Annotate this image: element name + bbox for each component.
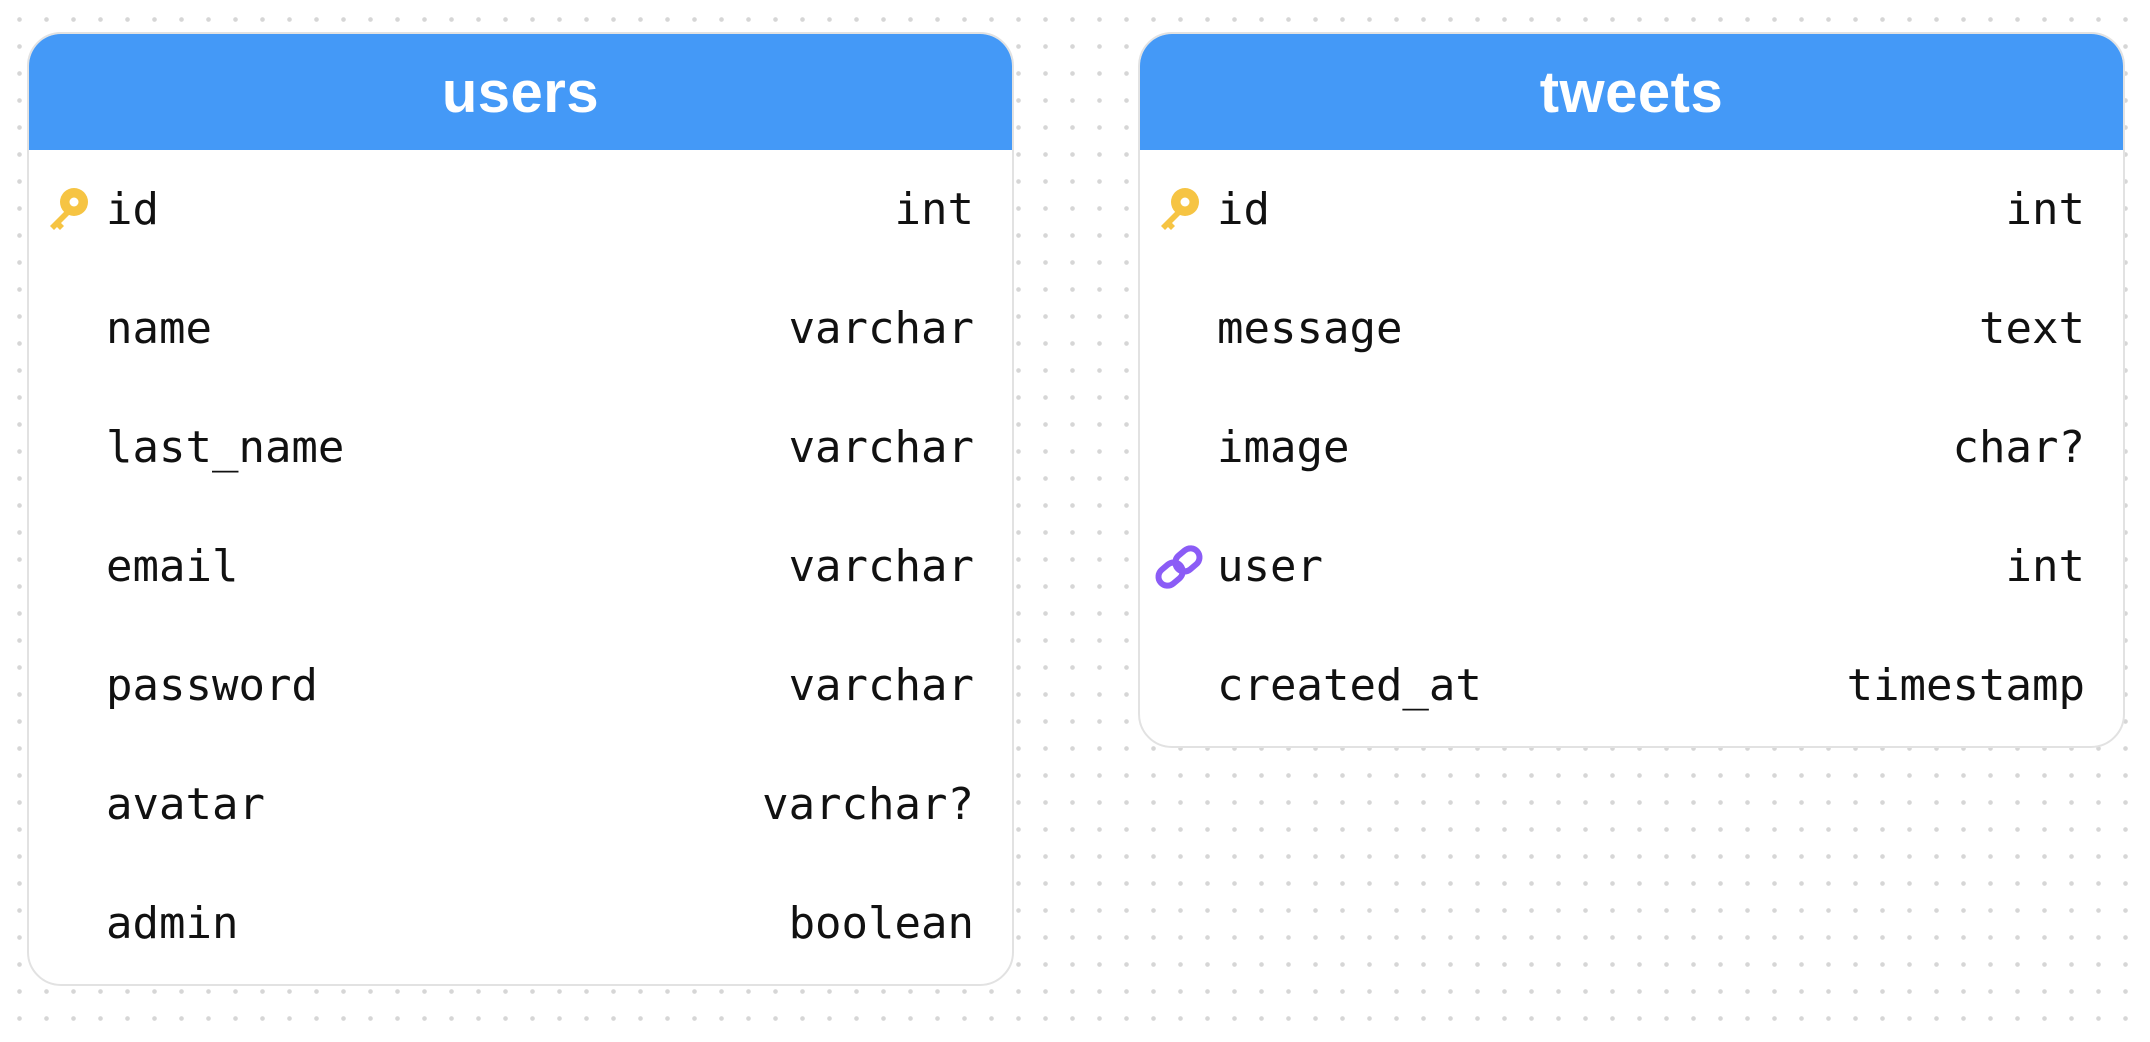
field-row-image[interactable]: image char?	[1140, 388, 2123, 507]
field-name: last_name	[106, 422, 345, 473]
primary-key-icon	[1152, 183, 1206, 237]
field-row-message[interactable]: message text	[1140, 269, 2123, 388]
field-type: int	[2005, 541, 2085, 592]
field-type: varchar	[788, 303, 974, 354]
field-name: created_at	[1217, 660, 1482, 711]
field-type: int	[894, 184, 974, 235]
field-row-last-name[interactable]: last_name varchar	[29, 388, 1012, 507]
foreign-key-link-icon	[1152, 540, 1206, 594]
field-row-user[interactable]: user int	[1140, 507, 2123, 626]
field-name: user	[1217, 541, 1323, 592]
primary-key-icon	[41, 183, 95, 237]
field-type: char?	[1952, 422, 2085, 473]
field-name: password	[106, 660, 318, 711]
field-name: avatar	[106, 779, 265, 830]
field-row-admin[interactable]: admin boolean	[29, 864, 1012, 983]
field-list: id int message text image char? user int	[1140, 150, 2123, 746]
field-type: timestamp	[1846, 660, 2085, 711]
field-type: varchar	[788, 541, 974, 592]
field-row-email[interactable]: email varchar	[29, 507, 1012, 626]
field-row-created-at[interactable]: created_at timestamp	[1140, 626, 2123, 745]
field-row-password[interactable]: password varchar	[29, 626, 1012, 745]
field-row-id[interactable]: id int	[1140, 150, 2123, 269]
field-name: id	[1217, 184, 1270, 235]
table-title: tweets	[1539, 59, 1724, 125]
field-name: message	[1217, 303, 1403, 354]
field-type: boolean	[788, 898, 974, 949]
table-users[interactable]: users id int name varchar last_name varc…	[27, 32, 1014, 986]
field-name: image	[1217, 422, 1350, 473]
table-title: users	[441, 59, 600, 125]
field-name: email	[106, 541, 239, 592]
field-name: admin	[106, 898, 239, 949]
field-row-avatar[interactable]: avatar varchar?	[29, 745, 1012, 864]
field-type: varchar	[788, 660, 974, 711]
field-type: varchar	[788, 422, 974, 473]
field-type: int	[2005, 184, 2085, 235]
field-type: varchar?	[762, 779, 974, 830]
field-row-name[interactable]: name varchar	[29, 269, 1012, 388]
field-name: id	[106, 184, 159, 235]
table-tweets[interactable]: tweets id int message text image char?	[1138, 32, 2125, 748]
field-name: name	[106, 303, 212, 354]
field-row-id[interactable]: id int	[29, 150, 1012, 269]
field-type: text	[1979, 303, 2085, 354]
table-header: users	[29, 34, 1012, 150]
field-list: id int name varchar last_name varchar em…	[29, 150, 1012, 984]
table-header: tweets	[1140, 34, 2123, 150]
